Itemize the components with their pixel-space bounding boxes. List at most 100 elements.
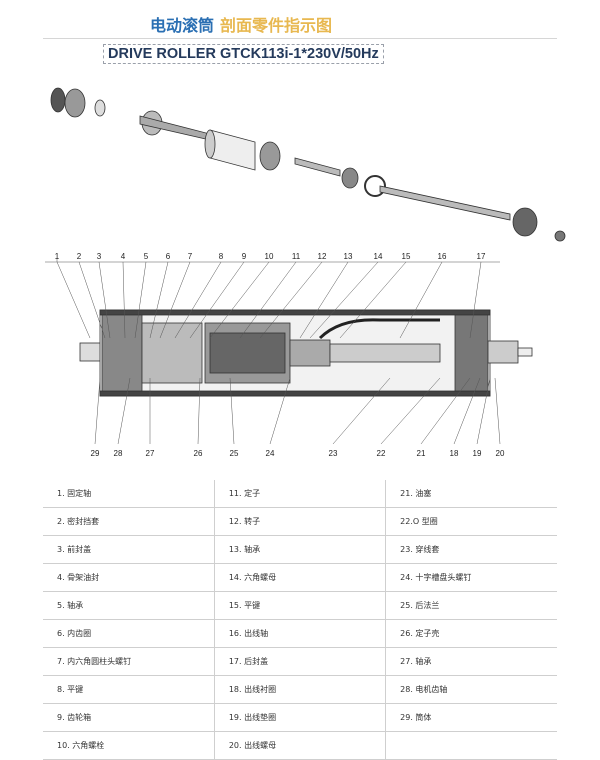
leader-line — [174, 261, 222, 339]
callout-number: 8 — [219, 252, 224, 261]
leader-line — [209, 261, 270, 339]
part-cell: 24. 十字槽盘头螺钉 — [385, 563, 557, 592]
part-cell: 15. 平键 — [213, 591, 386, 620]
leader-line — [78, 261, 106, 339]
part-cell: 19. 出线垫圈 — [213, 703, 386, 732]
callout-number: 3 — [97, 252, 102, 261]
leader-line — [259, 261, 323, 339]
part-cell — [385, 731, 557, 760]
part-cell: 18. 出线衬圈 — [213, 675, 386, 704]
part-cell: 21. 油塞 — [385, 480, 557, 508]
leader-line — [134, 261, 147, 339]
callout-number: 21 — [417, 449, 426, 458]
callout-number: 26 — [194, 449, 203, 458]
part-cell: 7. 内六角圆柱头螺钉 — [43, 647, 215, 676]
part-cell: 9. 齿轮箱 — [43, 703, 215, 732]
callout-number: 29 — [91, 449, 100, 458]
leader-line — [469, 261, 482, 339]
leader-line — [399, 261, 443, 339]
part-cell: 6. 内齿圈 — [43, 619, 215, 648]
callout-number: 1 — [55, 252, 60, 261]
callout-number: 22 — [377, 449, 386, 458]
part-cell: 27. 轴承 — [385, 647, 557, 676]
leader-line — [380, 377, 441, 445]
callout-number: 12 — [318, 252, 327, 261]
callout-number: 17 — [477, 252, 486, 261]
callout-number: 24 — [266, 449, 275, 458]
part-cell: 23. 穿线套 — [385, 535, 557, 564]
part-cell: 29. 筒体 — [385, 703, 557, 732]
callout-number: 14 — [374, 252, 383, 261]
callout-number: 18 — [450, 449, 459, 458]
leader-line — [494, 377, 501, 445]
leader-line — [239, 261, 297, 339]
leader-line — [197, 377, 201, 445]
part-cell: 17. 后封盖 — [213, 647, 386, 676]
callout-number: 7 — [188, 252, 193, 261]
callout-number: 19 — [473, 449, 482, 458]
part-cell: 2. 密封挡套 — [43, 507, 215, 536]
part-cell: 13. 轴承 — [213, 535, 386, 564]
divider — [43, 38, 557, 39]
part-cell: 22.O 型圈 — [385, 507, 557, 536]
leader-line — [189, 261, 245, 339]
part-cell: 12. 转子 — [213, 507, 386, 536]
callout-number: 27 — [146, 449, 155, 458]
leader-line — [159, 261, 191, 339]
callout-number: 4 — [121, 252, 126, 261]
part-cell: 20. 出线螺母 — [213, 731, 386, 760]
page-title: 电动滚筒剖面零件指示图 — [150, 16, 333, 35]
callout-number: 16 — [438, 252, 447, 261]
leader-line — [453, 377, 481, 445]
leader-line — [98, 261, 111, 339]
part-cell: 11. 定子 — [213, 480, 386, 508]
part-cell: 8. 平键 — [43, 675, 215, 704]
callout-number: 25 — [230, 449, 239, 458]
part-cell: 10. 六角螺栓 — [43, 731, 215, 760]
part-cell: 1. 固定轴 — [43, 480, 215, 508]
leader-line — [299, 261, 349, 339]
leader-line — [309, 261, 379, 339]
part-cell: 14. 六角螺母 — [213, 563, 386, 592]
leader-line — [269, 377, 291, 445]
callout-number: 6 — [166, 252, 171, 261]
leader-line — [149, 261, 169, 339]
part-cell: 3. 前封盖 — [43, 535, 215, 564]
exploded-view — [50, 87, 566, 242]
callout-number: 5 — [144, 252, 149, 261]
callout-number: 23 — [329, 449, 338, 458]
callout-number: 10 — [265, 252, 274, 261]
leader-line — [476, 377, 491, 445]
callout-number: 13 — [344, 252, 353, 261]
callout-number: 2 — [77, 252, 82, 261]
callout-number: 20 — [496, 449, 505, 458]
part-cell: 16. 出线轴 — [213, 619, 386, 648]
leader-line — [56, 261, 91, 339]
leader-line — [420, 377, 471, 445]
callout-number: 15 — [402, 252, 411, 261]
callout-number: 11 — [292, 252, 301, 261]
part-cell: 4. 骨架油封 — [43, 563, 215, 592]
part-cell: 28. 电机齿轴 — [385, 675, 557, 704]
leader-line — [229, 377, 235, 445]
part-cell: 26. 定子壳 — [385, 619, 557, 648]
part-cell: 25. 后法兰 — [385, 591, 557, 620]
leader-line — [332, 377, 391, 445]
leader-line — [122, 261, 126, 339]
model-label: DRIVE ROLLER GTCK113i-1*230V/50Hz — [103, 44, 384, 64]
leader-line — [117, 377, 131, 445]
part-cell: 5. 轴承 — [43, 591, 215, 620]
leader-line — [94, 377, 101, 445]
